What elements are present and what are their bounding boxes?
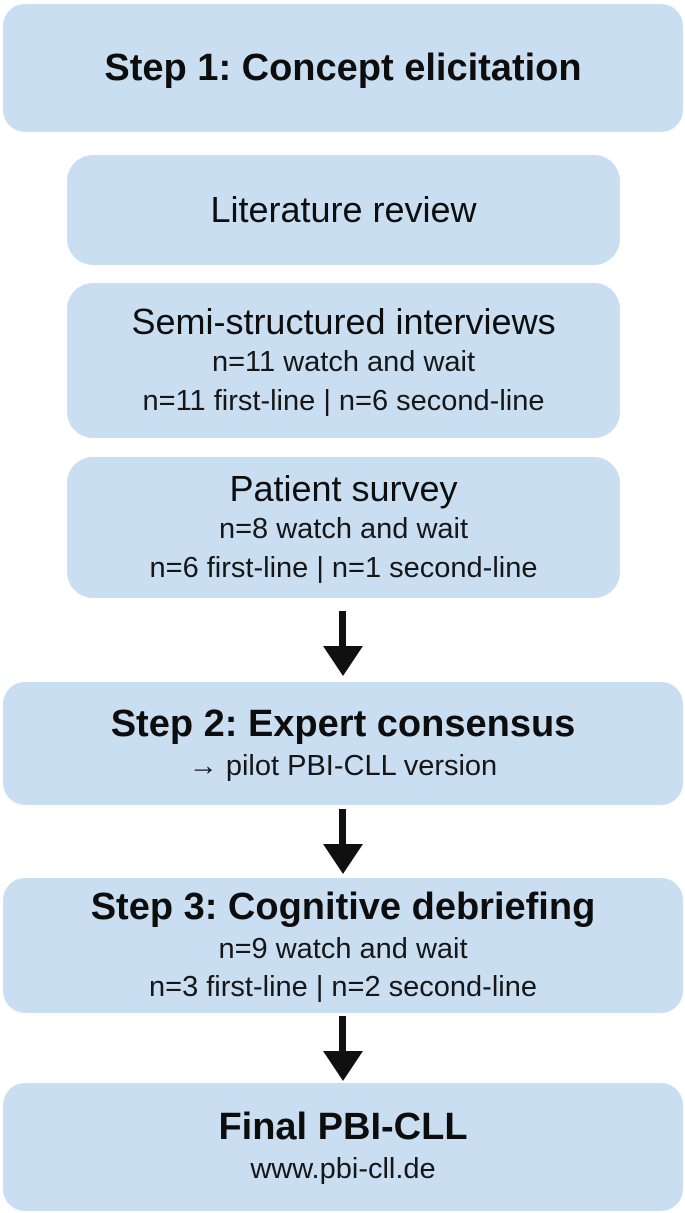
box-title: Final PBI-CLL <box>218 1106 468 1149</box>
box-subline: → pilot PBI-CLL version <box>188 749 498 782</box>
box-subline: n=8 watch and wait <box>218 513 469 546</box>
arrow-head <box>322 844 363 874</box>
arrow-head <box>322 646 363 676</box>
down-arrow-icon <box>0 611 685 676</box>
box-subline: n=9 watch and wait <box>218 932 468 965</box>
box-subline: n=11 first-line | n=6 second-line <box>142 384 545 417</box>
box-subline: n=6 first-line | n=1 second-line <box>149 551 538 584</box>
down-arrow-icon <box>0 1016 685 1081</box>
box-subline: n=11 watch and wait <box>211 346 476 379</box>
arrow-head <box>322 1051 363 1081</box>
box-title: Semi-structured interviews <box>131 301 556 342</box>
box-title: Step 2: Expert consensus <box>110 702 576 745</box>
box-title: Step 3: Cognitive debriefing <box>90 885 596 928</box>
box-subline: n=3 first-line | n=2 second-line <box>149 970 537 1003</box>
flow-box-patient-survey: Patient survey n=8 watch and wait n=6 fi… <box>67 457 620 598</box>
flow-box-step2: Step 2: Expert consensus → pilot PBI-CLL… <box>3 682 683 805</box>
arrow-shaft <box>339 1016 346 1052</box>
box-title: Patient survey <box>229 468 458 509</box>
flow-box-final: Final PBI-CLL www.pbi-cll.de <box>3 1083 683 1211</box>
box-title: Step 1: Concept elicitation <box>104 46 582 89</box>
flow-box-step1: Step 1: Concept elicitation <box>3 4 683 132</box>
flow-box-literature-review: Literature review <box>67 155 620 265</box>
flow-box-interviews: Semi-structured interviews n=11 watch an… <box>67 283 620 438</box>
flow-box-step3: Step 3: Cognitive debriefing n=9 watch a… <box>3 878 683 1013</box>
box-subline: www.pbi-cll.de <box>250 1153 436 1186</box>
arrow-shaft <box>339 809 346 845</box>
arrow-shaft <box>339 611 346 647</box>
box-title: Literature review <box>210 188 477 230</box>
down-arrow-icon <box>0 809 685 874</box>
